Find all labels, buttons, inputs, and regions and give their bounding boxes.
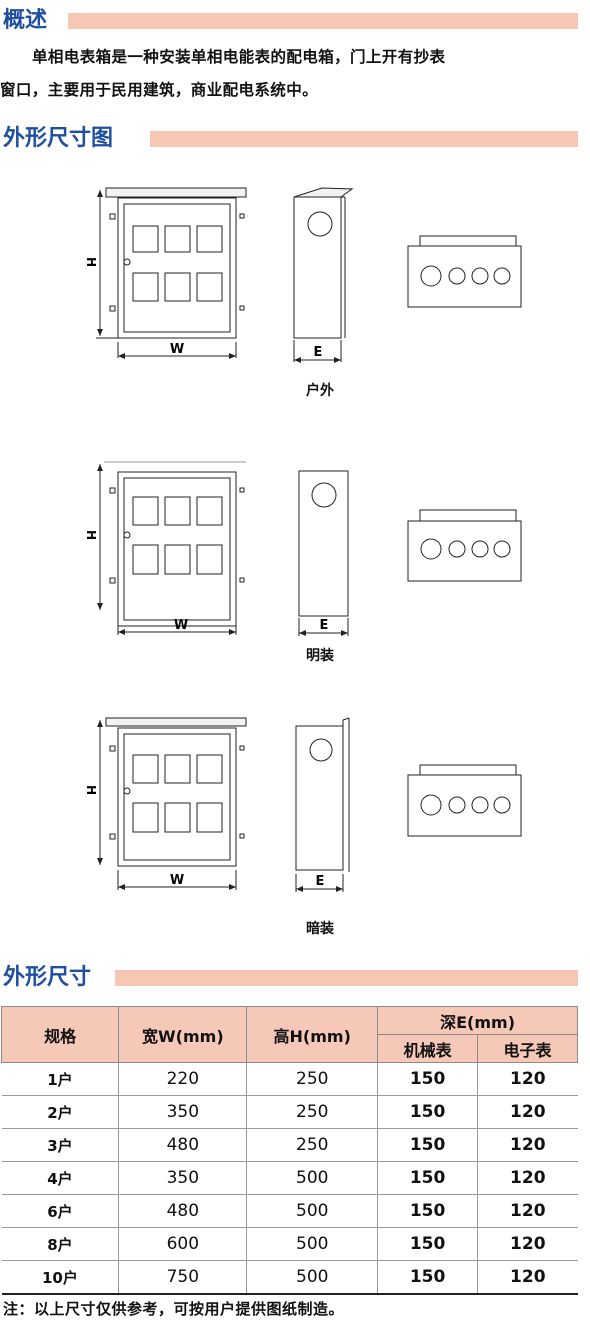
drawings-section-header: 外形尺寸图	[0, 126, 590, 152]
cell-height: 250	[246, 1095, 378, 1129]
drawings-title: 外形尺寸图	[3, 126, 114, 151]
cell-width: 350	[118, 1095, 247, 1129]
cell-spec: 8户	[1, 1227, 119, 1261]
dimensions-section-header: 外形尺寸	[0, 965, 590, 991]
drawing-flush: H W E 暗装	[0, 710, 590, 940]
cell-spec: 10户	[1, 1260, 119, 1295]
cell-spec: 3户	[1, 1128, 119, 1162]
cell-mechanical: 150	[377, 1062, 478, 1096]
cell-spec: 4户	[1, 1161, 119, 1195]
dim-e-label: E	[316, 874, 325, 889]
dim-e-label: E	[320, 618, 329, 633]
overview-line-2: 窗口，主要用于民用建筑，商业配电系统中。	[0, 81, 319, 99]
header-width: 宽W(mm)	[118, 1006, 248, 1063]
cell-mechanical: 150	[377, 1260, 478, 1295]
cell-height: 500	[246, 1227, 378, 1261]
cell-mechanical: 150	[377, 1128, 478, 1162]
cell-height: 500	[246, 1161, 378, 1195]
cell-spec: 2户	[1, 1095, 119, 1129]
dimensions-title-bar	[115, 970, 578, 986]
dim-w-label: W	[170, 342, 184, 357]
header-depth: 深E(mm)	[377, 1006, 578, 1035]
header-spec: 规格	[0, 1006, 120, 1063]
drawings-title-bar	[150, 131, 578, 147]
drawing-flush-svg: H W E	[84, 717, 522, 892]
cell-width: 350	[118, 1161, 247, 1195]
drawing-flush-caption: 暗装	[306, 921, 334, 937]
footnote: 注：以上尺寸仅供参考，可按用户提供图纸制造。	[3, 1300, 345, 1318]
cell-width: 220	[118, 1062, 247, 1096]
cell-width: 480	[118, 1128, 247, 1162]
drawing-outdoor-svg: H W E	[84, 187, 522, 363]
cell-electronic: 120	[477, 1095, 578, 1129]
cell-width: 750	[118, 1260, 247, 1295]
drawing-surface-svg: H W E	[84, 461, 522, 636]
cell-height: 250	[246, 1062, 378, 1096]
dim-h-label: H	[84, 257, 98, 267]
cell-electronic: 120	[477, 1227, 578, 1261]
dim-w-label: W	[174, 618, 188, 633]
dimensions-title: 外形尺寸	[3, 965, 92, 990]
overview-title-bar	[68, 13, 578, 29]
cell-mechanical: 150	[377, 1161, 478, 1195]
cell-electronic: 120	[477, 1194, 578, 1228]
drawing-outdoor-caption: 户外	[306, 383, 334, 399]
cell-mechanical: 150	[377, 1194, 478, 1228]
cell-spec: 6户	[1, 1194, 119, 1228]
cell-height: 250	[246, 1128, 378, 1162]
cell-electronic: 120	[477, 1128, 578, 1162]
dim-h-label: H	[84, 530, 98, 540]
cell-electronic: 120	[477, 1062, 578, 1096]
cell-electronic: 120	[477, 1161, 578, 1195]
dim-w-label: W	[170, 873, 184, 888]
cell-mechanical: 150	[377, 1227, 478, 1261]
cell-mechanical: 150	[377, 1095, 478, 1129]
drawing-surface: H W E 明装	[0, 455, 590, 680]
drawing-outdoor: H W E 户外	[0, 180, 590, 420]
cell-width: 600	[118, 1227, 247, 1261]
cell-spec: 1户	[1, 1062, 119, 1096]
overview-line-1: 单相电表箱是一种安装单相电能表的配电箱，门上开有抄表	[32, 48, 446, 66]
dim-e-label: E	[314, 345, 323, 360]
cell-width: 480	[118, 1194, 247, 1228]
header-electronic: 电子表	[477, 1034, 578, 1063]
header-mechanical: 机械表	[377, 1034, 479, 1063]
overview-title: 概述	[3, 8, 48, 33]
cell-height: 500	[246, 1260, 378, 1295]
cell-height: 500	[246, 1194, 378, 1228]
cell-electronic: 120	[477, 1260, 578, 1295]
dim-h-label: H	[84, 785, 98, 795]
header-height: 高H(mm)	[246, 1006, 379, 1063]
overview-section-header: 概述	[0, 8, 590, 34]
drawing-surface-caption: 明装	[306, 648, 334, 664]
